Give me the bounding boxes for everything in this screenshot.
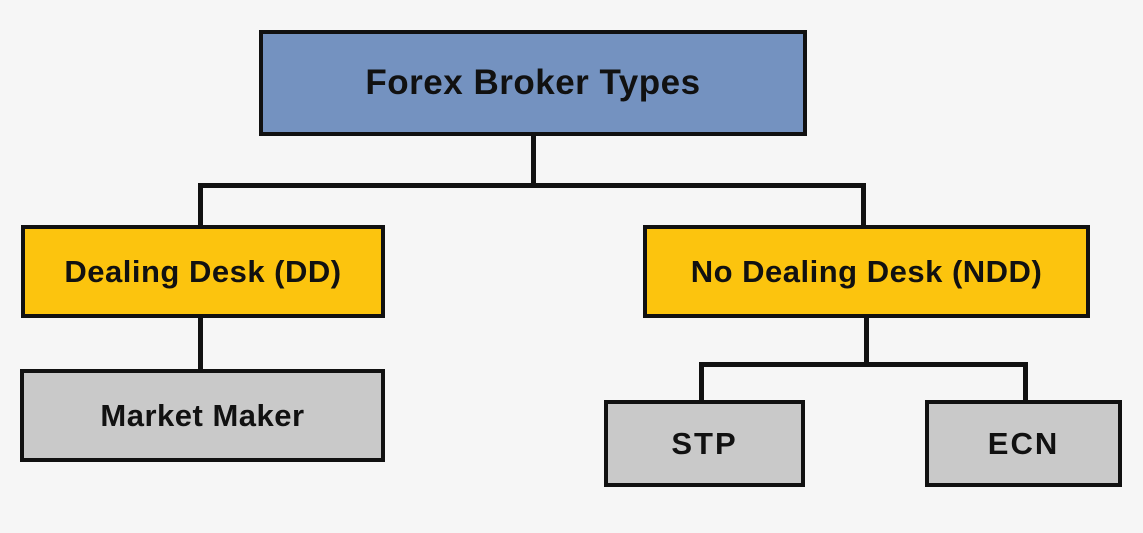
node-forex-broker-types: Forex Broker Types	[259, 30, 807, 136]
connector-drop-to-stp	[699, 362, 704, 400]
node-ecn-label: ECN	[987, 425, 1060, 461]
node-stp-label: STP	[671, 425, 738, 461]
node-no-dealing-desk: No Dealing Desk (NDD)	[643, 225, 1090, 318]
connector-drop-to-ecn	[1023, 362, 1028, 400]
connector-drop-to-dd	[198, 183, 203, 225]
connector-root-stem	[531, 136, 536, 183]
connector-root-branch-bar	[198, 183, 866, 188]
node-forex-broker-types-label: Forex Broker Types	[365, 63, 701, 102]
connector-ndd-branch-bar	[699, 362, 1028, 367]
connector-dd-to-market-maker	[198, 318, 203, 369]
node-no-dealing-desk-label: No Dealing Desk (NDD)	[690, 253, 1043, 289]
connector-drop-to-ndd	[861, 183, 866, 225]
node-ecn: ECN	[925, 400, 1122, 487]
node-market-maker: Market Maker	[20, 369, 385, 462]
node-dealing-desk: Dealing Desk (DD)	[21, 225, 385, 318]
connector-ndd-stem	[864, 318, 869, 362]
node-stp: STP	[604, 400, 805, 487]
node-dealing-desk-label: Dealing Desk (DD)	[64, 253, 342, 289]
node-market-maker-label: Market Maker	[100, 397, 305, 433]
